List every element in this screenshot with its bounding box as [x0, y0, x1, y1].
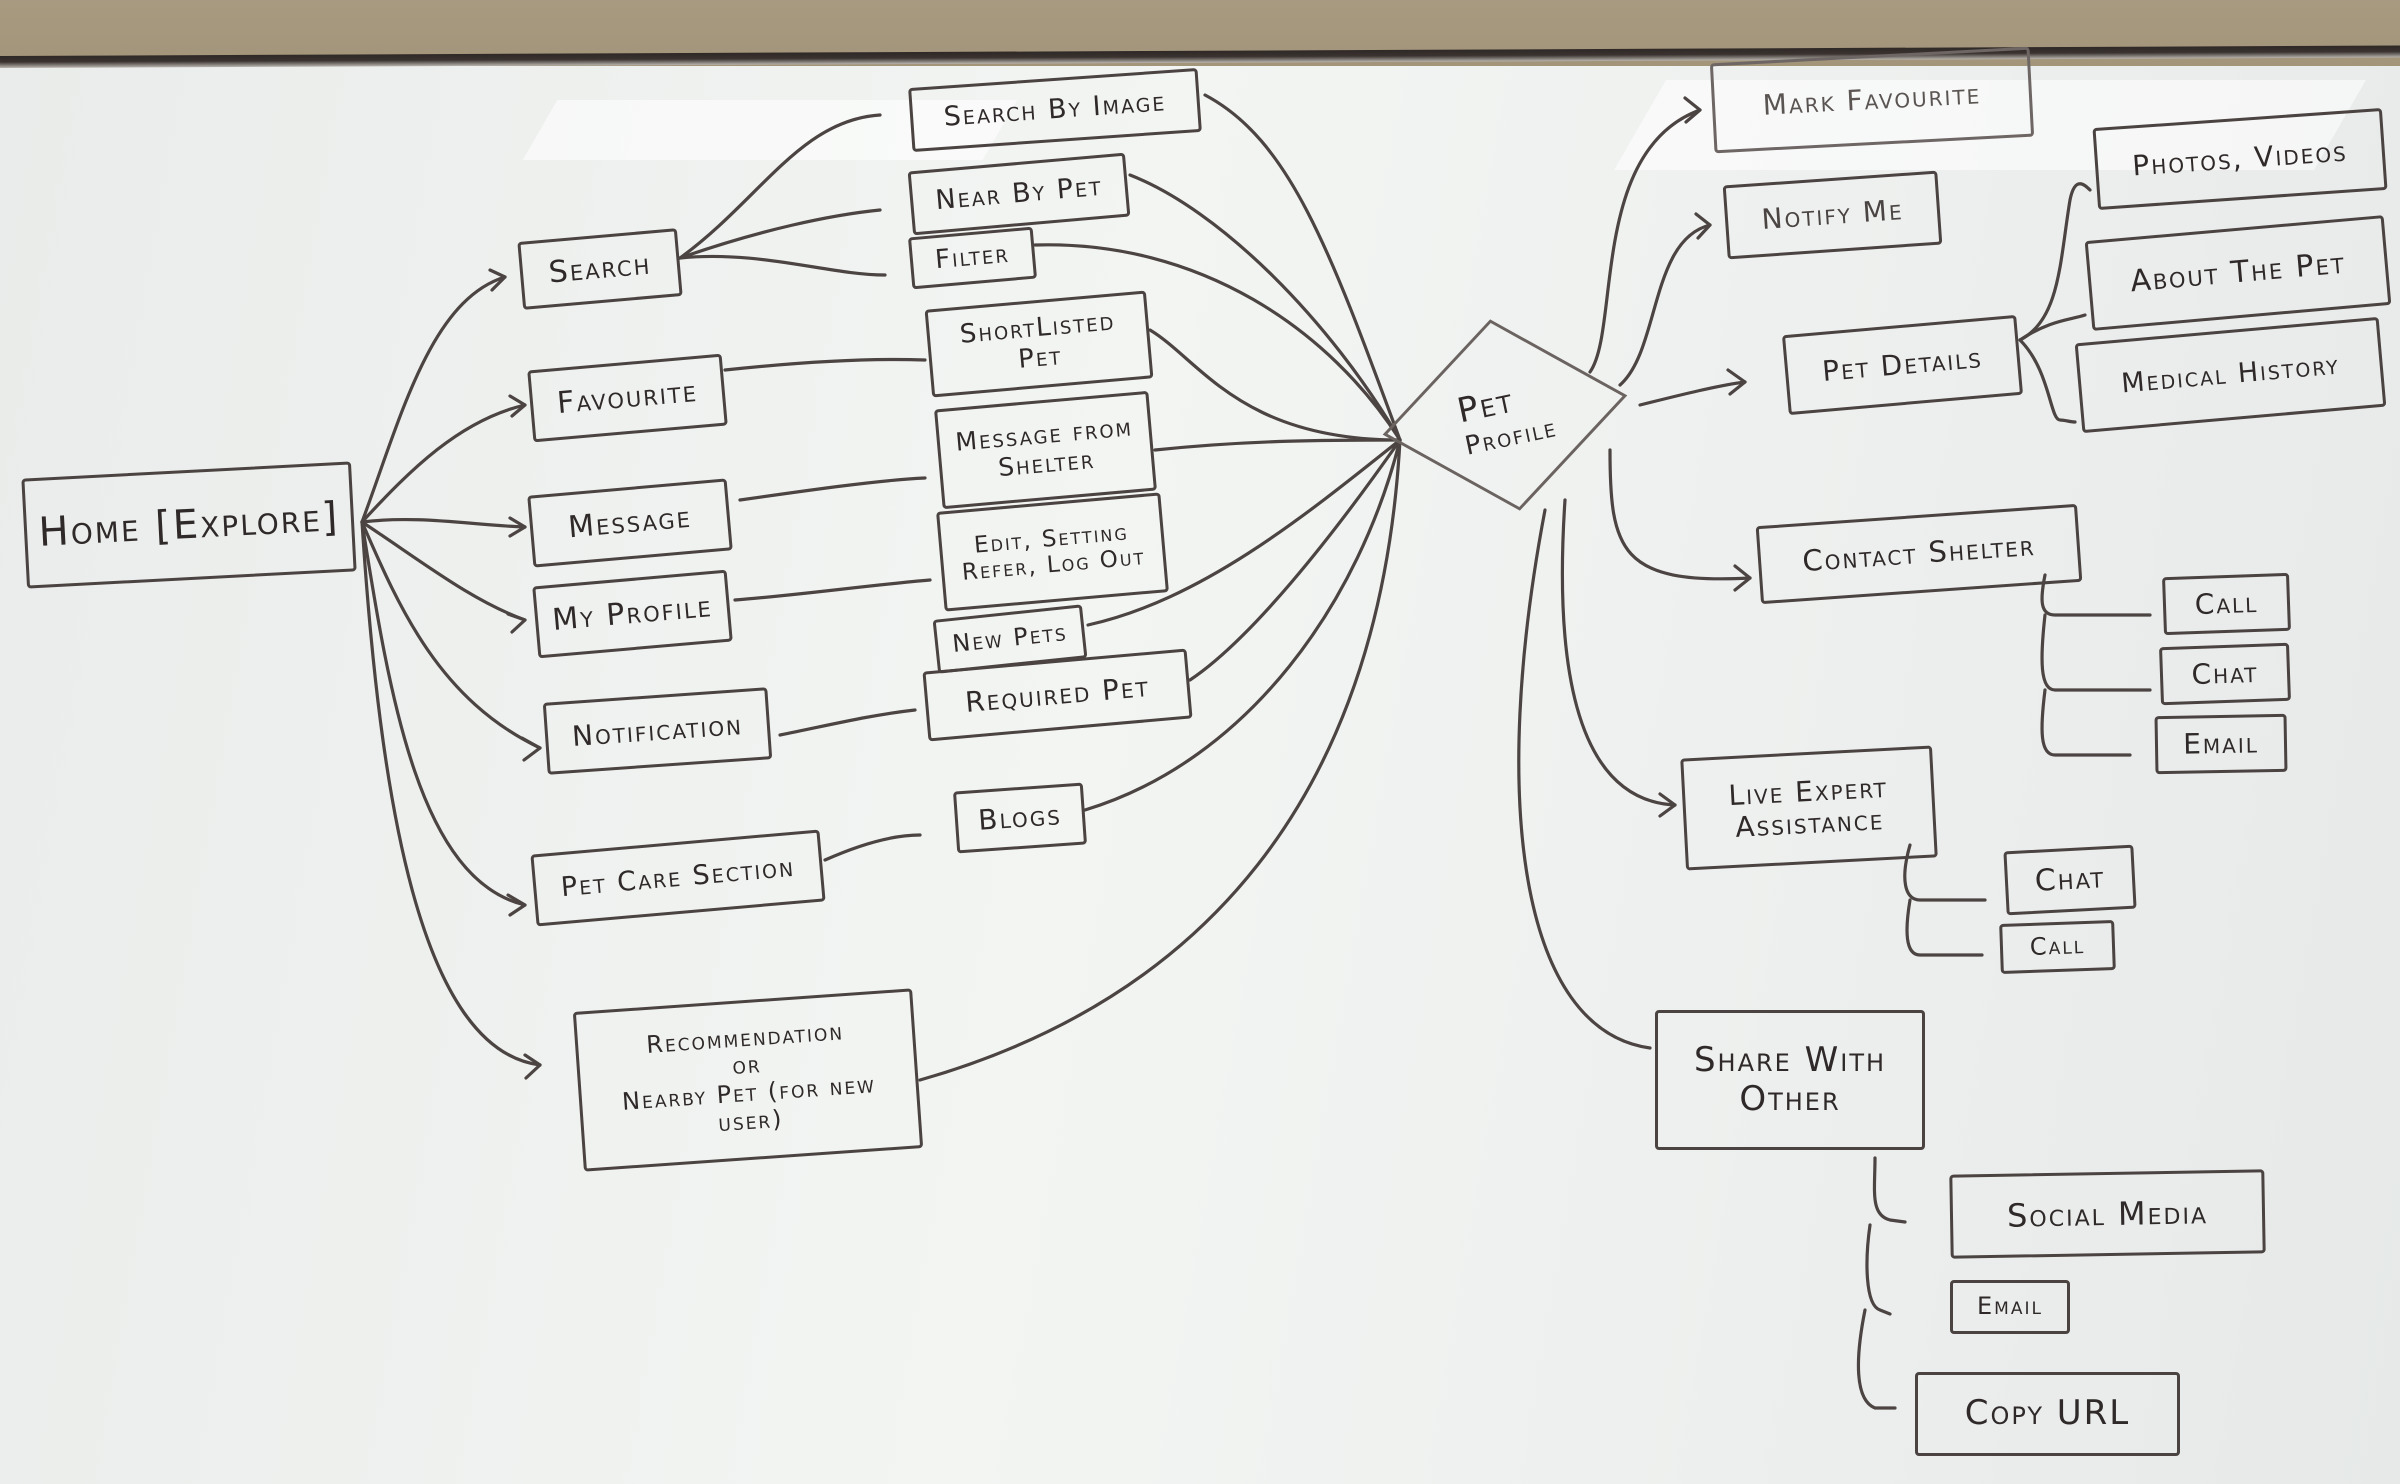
- node-contact-call: Call: [2162, 572, 2291, 636]
- node-label: Mark Favourite: [1761, 77, 1982, 122]
- node-label: Required Pet: [963, 669, 1152, 719]
- node-label: My Profile: [550, 588, 714, 638]
- node-label: Pet Care Section: [559, 852, 797, 904]
- node-label: Chat: [2033, 859, 2106, 899]
- node-share-email: Email: [1950, 1280, 2070, 1334]
- node-expert-chat: Chat: [2003, 844, 2137, 916]
- node-edit-setting: Edit, Setting Refer, Log Out: [936, 492, 1169, 612]
- node-label: Favourite: [555, 373, 700, 421]
- node-label: Search By Image: [942, 86, 1168, 134]
- node-label: Message from Shelter: [954, 412, 1135, 483]
- node-notify-me: Notify Me: [1722, 170, 1943, 260]
- node-label: Call: [2029, 931, 2086, 962]
- node-label: Near By Pet: [934, 171, 1104, 217]
- node-mark-favourite: Mark Favourite: [1709, 46, 2035, 154]
- node-label: Email: [2182, 726, 2260, 761]
- node-home-explore: Home [Explore]: [21, 461, 357, 589]
- node-label: Medical History: [2120, 349, 2341, 400]
- node-label: Photos, Videos: [2131, 134, 2349, 183]
- node-label: Recommendation or Nearby Pet (for new us…: [621, 1017, 877, 1137]
- node-label: Notification: [570, 707, 744, 753]
- node-label: Copy URL: [1964, 1393, 2131, 1434]
- node-label: Email: [1977, 1292, 2043, 1321]
- node-label: New Pets: [951, 618, 1069, 659]
- node-live-expert: Live Expert Assistance: [1680, 745, 1938, 871]
- node-filter: Filter: [907, 226, 1038, 290]
- node-label: ShortListed Pet: [958, 306, 1117, 375]
- node-label: Search: [547, 246, 653, 291]
- node-label: Call: [2194, 585, 2259, 622]
- node-message-from-shelter: Message from Shelter: [934, 390, 1157, 510]
- node-blogs: Blogs: [952, 782, 1088, 854]
- node-contact-email: Email: [2154, 713, 2288, 775]
- node-label: Filter: [933, 238, 1011, 276]
- node-share-with-other: Share With Other: [1655, 1010, 1925, 1150]
- node-copy-url: Copy URL: [1915, 1372, 2180, 1456]
- node-label: Social Media: [2006, 1192, 2209, 1235]
- node-recommendation: Recommendation or Nearby Pet (for new us…: [572, 988, 924, 1172]
- node-label: Message: [566, 499, 694, 546]
- node-social-media: Social Media: [1949, 1169, 2266, 1259]
- node-label: Chat: [2190, 655, 2260, 692]
- node-contact-chat: Chat: [2159, 642, 2291, 706]
- node-label: About The Pet: [2128, 245, 2348, 300]
- node-label: Home [Explore]: [37, 494, 341, 556]
- node-expert-call: Call: [1999, 920, 2116, 974]
- node-label: Edit, Setting Refer, Log Out: [960, 518, 1147, 586]
- node-label: Contact Shelter: [1801, 528, 2037, 579]
- node-label: Share With Other: [1693, 1039, 1887, 1119]
- node-label: Blogs: [977, 798, 1063, 837]
- node-label: Live Expert Assistance: [1727, 770, 1889, 844]
- node-label: Notify Me: [1760, 192, 1905, 236]
- node-label: Pet Details: [1820, 340, 1985, 388]
- node-search: Search: [517, 228, 683, 310]
- whiteboard: [0, 66, 2400, 1484]
